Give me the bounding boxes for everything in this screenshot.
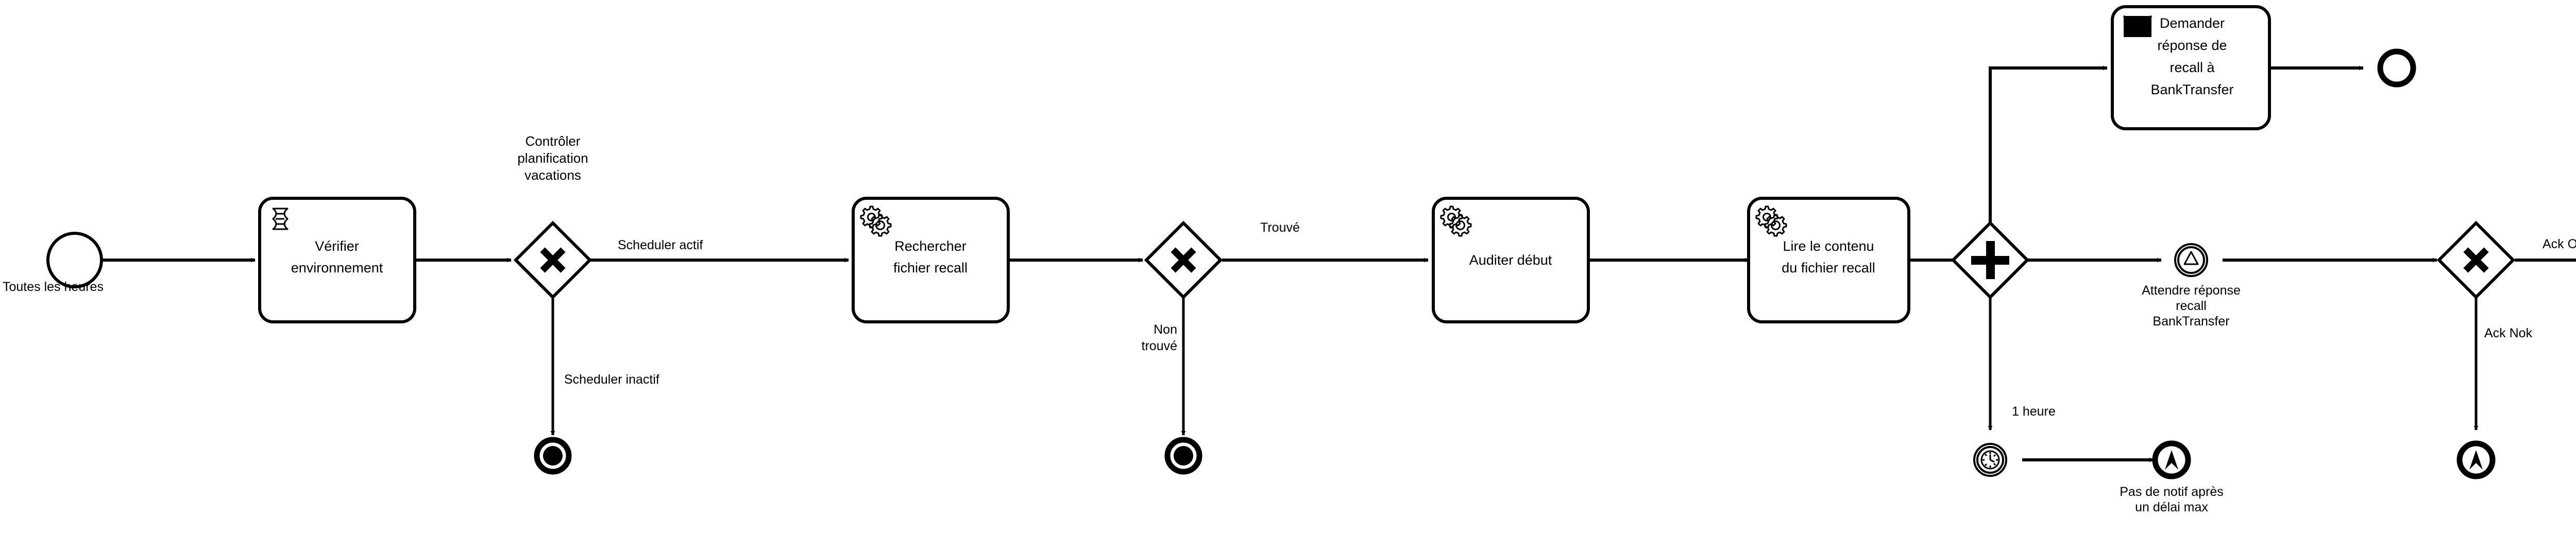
task-demander-reponse-recall[interactable]: Demander réponse de recall à BankTransfe…	[2111, 5, 2271, 130]
intermediate-timer-event[interactable]	[1973, 443, 2007, 477]
parallel-gateway-plus-icon	[1971, 241, 2009, 279]
task-label-line2: environnement	[291, 260, 383, 276]
task-label-line2: réponse de	[2157, 38, 2227, 53]
service-task-gear-icon	[1440, 205, 1472, 237]
terminate-end-event-core	[1174, 446, 1193, 466]
edge-label-1-heure: 1 heure	[2012, 404, 2056, 419]
edge-label-scheduler-actif: Scheduler actif	[618, 238, 703, 252]
edge-label-ack-nok: Ack Nok	[2484, 326, 2533, 340]
service-task-gear-icon	[1755, 205, 1787, 237]
task-box	[2111, 5, 2271, 130]
start-event-label: Toutes les heures	[3, 280, 104, 294]
end-event-escalation-ack-nok[interactable]	[2456, 440, 2496, 479]
flow-parallel-to-demander	[1989, 65, 2108, 222]
task-label-line2: du fichier recall	[1782, 260, 1875, 276]
task-label-line4: BankTransfer	[2150, 82, 2233, 97]
event-label-line2: recall	[2176, 299, 2207, 313]
task-verifier-environnement[interactable]: Vérifier environnement	[258, 197, 416, 323]
task-box	[1747, 197, 1910, 323]
clock-ticks-icon	[1982, 452, 1998, 468]
exclusive-gateway-x-icon	[540, 247, 566, 273]
event-label-line1: Attendre réponse	[2142, 283, 2241, 298]
script-task-icon	[272, 208, 289, 230]
clock-hands-icon	[1989, 455, 1995, 463]
task-lire-contenu-fichier-recall[interactable]: Lire le contenu du fichier recall	[1747, 197, 1910, 323]
task-label-line1: Rechercher	[894, 238, 967, 254]
intermediate-event-inner-ring	[2177, 246, 2205, 274]
task-label-line1: Auditer début	[1469, 252, 1552, 268]
task-label-line1: Vérifier	[315, 238, 359, 254]
end-event-message-sent[interactable]	[2377, 48, 2416, 88]
task-label-line1: Demander	[2160, 15, 2225, 31]
exclusive-gateway-x-icon	[1171, 247, 1196, 273]
exclusive-gateway-x-icon	[2463, 247, 2489, 273]
task-box	[258, 197, 416, 323]
start-event-toutes-les-heures[interactable]: Toutes les heures	[3, 232, 104, 294]
escalation-arrow-icon	[2469, 450, 2483, 470]
task-label-line3: recall à	[2170, 60, 2215, 75]
gateway-fichier-trouve[interactable]	[1144, 220, 1223, 300]
terminate-end-event-core	[543, 446, 563, 466]
task-rechercher-fichier-recall[interactable]: Rechercher fichier recall	[852, 197, 1010, 323]
gateway-parallel-split[interactable]	[1951, 220, 2030, 300]
end-event-scheduler-inactif[interactable]	[534, 437, 572, 475]
edge-label-ack-ok: Ack OK	[2543, 237, 2576, 251]
event-label-line2: un délai max	[2135, 500, 2208, 514]
gateway-label-line2: planification	[517, 150, 588, 166]
edge-label-trouve: Trouvé	[1260, 220, 1300, 235]
end-event-escalation-pas-de-notif[interactable]: Pas de notif après un délai max	[2120, 440, 2224, 514]
task-label-line1: Lire le contenu	[1783, 238, 1874, 254]
intermediate-catch-event-attendre-reponse[interactable]: Attendre réponse recall BankTransfer	[2142, 243, 2241, 329]
service-task-gear-icon	[860, 205, 892, 237]
send-task-envelope-icon	[2123, 15, 2153, 37]
event-label-line1: Pas de notif après	[2120, 485, 2224, 499]
signal-triangle-icon	[2183, 251, 2199, 265]
edge-label-non-trouve-line2: trouvé	[1142, 339, 1177, 353]
end-event-circle	[2377, 48, 2416, 88]
end-event-non-trouve[interactable]	[1164, 437, 1202, 475]
task-label-line2: fichier recall	[893, 260, 968, 276]
task-box	[1432, 197, 1590, 323]
event-label-line3: BankTransfer	[2153, 314, 2229, 329]
gateway-label-line3: vacations	[524, 167, 581, 183]
edge-label-non-trouve-line1: Non	[1154, 322, 1177, 337]
start-event-circle	[46, 232, 103, 288]
clock-face-icon	[1980, 450, 2000, 470]
gateway-ack-check[interactable]	[2436, 220, 2516, 300]
gateway-controler-planification[interactable]: Contrôler planification vacations	[513, 133, 592, 300]
gateway-label-line1: Contrôler	[526, 133, 581, 149]
task-auditer-debut[interactable]: Auditer début	[1432, 197, 1590, 323]
escalation-arrow-icon	[2165, 450, 2178, 470]
task-box	[852, 197, 1010, 323]
edge-label-scheduler-inactif: Scheduler inactif	[564, 372, 659, 387]
